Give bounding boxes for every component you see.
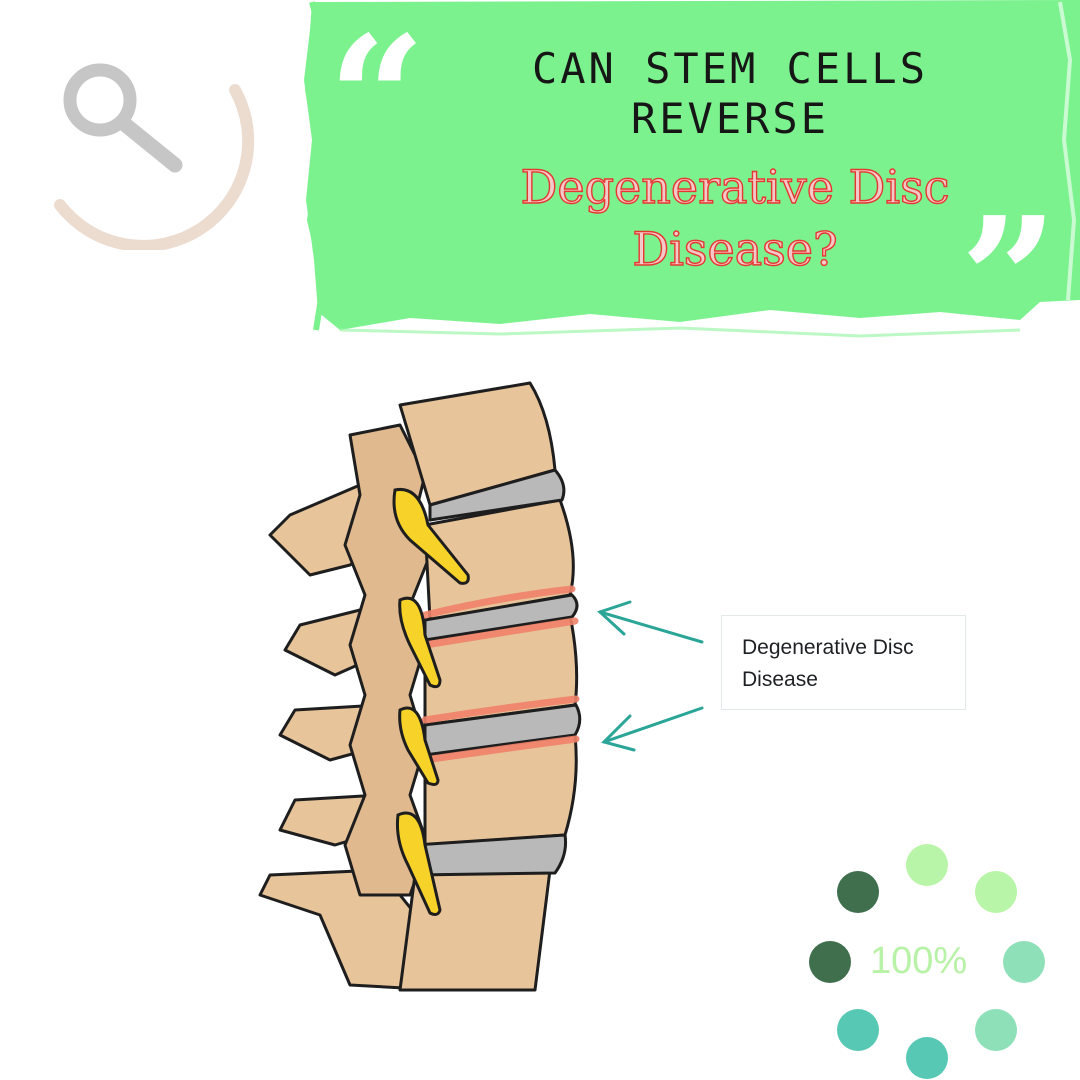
loader-dot	[975, 871, 1017, 913]
close-quote-mark: ”	[960, 180, 1058, 380]
open-quote-mark: “	[328, 0, 426, 199]
arrow-upper	[598, 610, 704, 644]
loader-dot	[837, 1009, 879, 1051]
loader-dot	[809, 941, 851, 983]
inflammation-mark	[421, 695, 580, 724]
inflammation-mark	[421, 585, 576, 619]
nerve-root	[398, 596, 442, 689]
arrow-upper-head	[597, 600, 632, 636]
arrow-lower-head	[601, 714, 636, 752]
inflammation-mark	[421, 617, 579, 649]
spine-illustration	[258, 381, 582, 992]
title-line-1: CAN STEM CELLS	[531, 44, 928, 93]
degenerated-disc	[423, 703, 582, 757]
loader-dot	[906, 844, 948, 886]
nerve-root	[396, 811, 442, 916]
degenerated-disc	[423, 593, 579, 642]
title-line-2: REVERSE	[630, 94, 829, 143]
loading-dots-icon	[809, 844, 1045, 1079]
inflammation-mark	[421, 735, 580, 764]
title-banner	[304, 0, 1080, 338]
loader-dot	[1003, 941, 1045, 983]
callout-arrows	[597, 600, 704, 752]
healthy-disc	[413, 833, 567, 877]
nerve-root	[398, 706, 440, 786]
disease-callout-box: Degenerative Disc Disease	[721, 615, 966, 710]
title-highlight-line-2: Disease?	[632, 221, 839, 276]
nerve-root	[392, 487, 470, 585]
arrow-lower	[602, 706, 704, 744]
callout-label: Degenerative Disc Disease	[742, 636, 914, 691]
loader-dot	[906, 1037, 948, 1079]
loader-dot	[975, 1009, 1017, 1051]
loader-dot	[837, 871, 879, 913]
loader-percent-label: 100%	[870, 940, 968, 982]
magnifying-glass-icon	[54, 63, 255, 250]
healthy-disc	[428, 468, 566, 522]
title-highlight-line-1: Degenerative Disc	[520, 159, 950, 214]
